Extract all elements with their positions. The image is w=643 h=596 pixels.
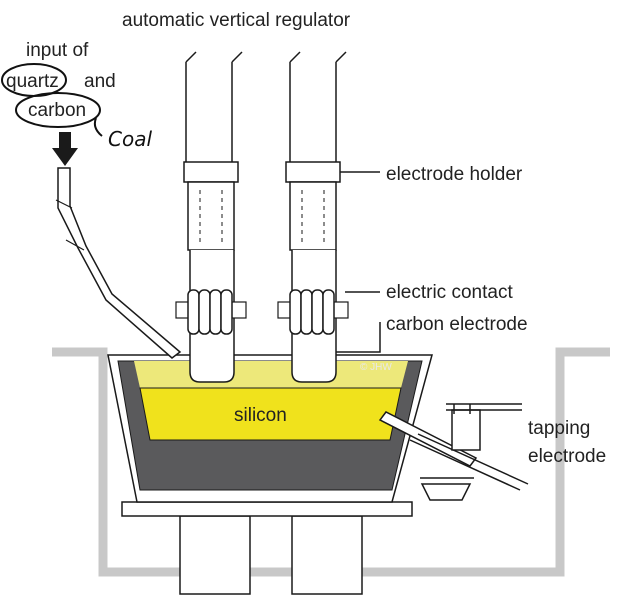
foundation-leg-right <box>291 515 363 595</box>
furnace-base-plate <box>121 501 413 517</box>
feed-chute <box>57 167 182 359</box>
tapping-channel <box>409 439 521 491</box>
label-input-carbon: carbon <box>28 100 86 121</box>
ladle <box>420 483 472 501</box>
electrode-left <box>175 51 247 383</box>
label-input-and: and <box>84 71 116 92</box>
label-tapping-electrode: electrode <box>528 446 606 467</box>
handwritten-stroke <box>93 117 103 137</box>
label-electrode-holder: electrode holder <box>386 164 523 185</box>
down-arrow-icon <box>52 132 78 166</box>
handwritten-note-coal: Coal <box>108 127 152 151</box>
copyright-mark: © JHW <box>360 362 392 373</box>
handwritten-circle-carbon <box>15 92 101 128</box>
feed-chute-band <box>55 199 85 251</box>
electrode-right <box>277 51 349 383</box>
label-input-of: input of <box>26 40 89 61</box>
label-electric-contact: electric contact <box>386 282 513 303</box>
label-input-quartz: quartz <box>6 71 59 92</box>
silicon-melt <box>139 387 402 441</box>
tapping-tool-block <box>451 409 481 451</box>
leader-carbon-electrode <box>336 322 381 353</box>
label-silicon: silicon <box>234 405 287 426</box>
foundation-leg-left <box>179 515 251 595</box>
label-tapping: tapping <box>528 418 590 439</box>
diagram-title: automatic vertical regulator <box>122 10 351 31</box>
tapping-tool-arm <box>446 403 522 414</box>
label-carbon-electrode: carbon electrode <box>386 314 528 335</box>
